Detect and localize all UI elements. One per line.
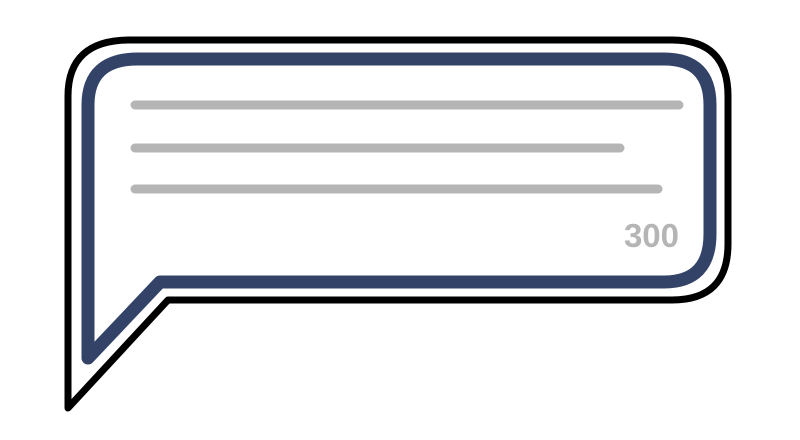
bubble-outer-outline	[64, 36, 732, 412]
character-counter: 300	[624, 217, 679, 254]
speech-bubble	[64, 36, 732, 412]
bubble-body	[81, 52, 717, 365]
comment-text-lines	[130, 100, 684, 194]
